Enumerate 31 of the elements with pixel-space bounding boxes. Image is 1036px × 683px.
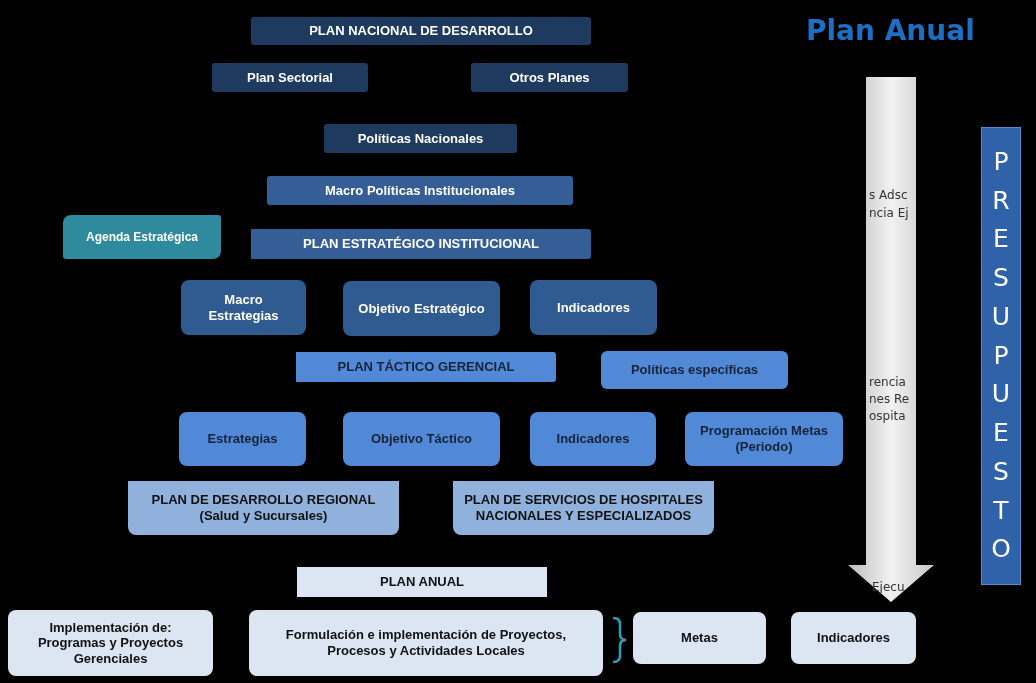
process-box: Objetivo Estratégico: [343, 281, 500, 336]
process-box: PLAN ANUAL: [297, 567, 547, 597]
partial-text: nes Re: [869, 392, 910, 406]
process-box: Políticas específicas: [601, 351, 788, 389]
process-box: Macro Estrategias: [181, 280, 306, 335]
partial-text: ncia Ej: [869, 206, 909, 220]
process-box: PLAN DE SERVICIOS DE HOSPITALES NACIONALES Y ESPECIALIZADOS: [453, 481, 714, 535]
process-box: Otros Planes: [471, 63, 628, 92]
partial-text: ospita: [869, 409, 906, 423]
partial-text: rencia: [869, 375, 906, 389]
process-box: PLAN ESTRATÉGICO INSTITUCIONAL: [251, 229, 591, 259]
process-box: Plan Sectorial: [212, 63, 368, 92]
process-box: Implementación de: Programas y Proyectos Gerenciales: [8, 610, 213, 676]
process-box: Políticas Nacionales: [324, 124, 517, 153]
process-box: Indicadores: [530, 412, 656, 466]
process-box: Estrategias: [179, 412, 306, 466]
vertical-banner: PRESUPUESTO: [981, 127, 1021, 585]
diagram-title: Plan Anual: [806, 14, 975, 47]
process-box: Metas: [633, 612, 766, 664]
partial-text: s Adsc: [869, 188, 908, 202]
process-box: Formulación e implementación de Proyectos, Procesos y Actividades Locales: [249, 610, 603, 676]
process-box: Indicadores: [791, 612, 916, 664]
process-box: PLAN NACIONAL DE DESARROLLO: [251, 17, 591, 45]
process-box: PLAN TÁCTICO GERENCIAL: [296, 352, 556, 382]
process-box: Indicadores: [530, 280, 657, 335]
process-box: PLAN DE DESARROLLO REGIONAL (Salud y Sucursales): [128, 481, 399, 535]
partial-text: Ejecu: [872, 580, 905, 594]
process-box: Agenda Estratégica: [63, 215, 221, 259]
process-box: Objetivo Táctico: [343, 412, 500, 466]
process-box: Programación Metas (Periodo): [685, 412, 843, 466]
process-box: Macro Políticas Institucionales: [267, 176, 573, 205]
